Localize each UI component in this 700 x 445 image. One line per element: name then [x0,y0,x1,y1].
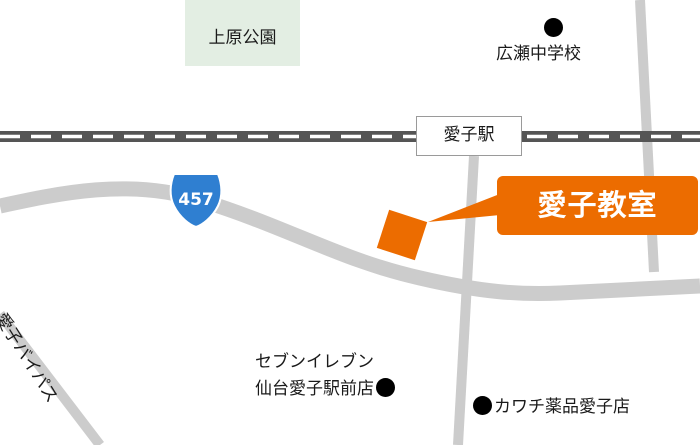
destination-callout[interactable]: 愛子教室 [497,176,698,235]
route-shield-icon: 457 [169,173,223,229]
black-dot-icon [473,396,492,415]
central-road [453,155,479,445]
seven-eleven-line2: 仙台愛子駅前店 [255,379,374,399]
black-dot-icon [376,378,395,397]
park-label: 上原公園 [208,28,277,48]
orange-square-icon [376,209,428,261]
seven-eleven-row: 仙台愛子駅前店 [255,378,395,399]
black-dot-icon [544,18,563,37]
school-label: 広瀬中学校 [496,44,581,64]
park-area: 上原公園 [185,0,300,66]
kawachi-row: カワチ薬品愛子店 [473,396,630,417]
callout-pointer [428,190,510,222]
route-number: 457 [178,190,214,210]
seven-eleven-line1: セブンイレブン [255,352,374,372]
kawachi-label: カワチ薬品愛子店 [494,397,630,417]
school-marker [544,18,563,39]
route-457-road [0,181,700,302]
station-label: 愛子駅 [416,116,522,156]
bypass-road [0,310,104,445]
